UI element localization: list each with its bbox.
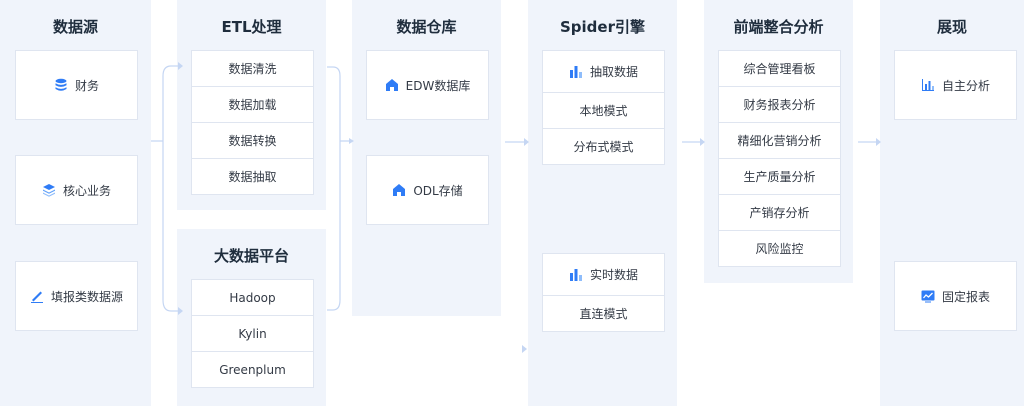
layers-icon bbox=[42, 183, 56, 197]
warehouse-item-label: EDW数据库 bbox=[405, 78, 471, 93]
column-datasource: 数据源 财务 核心业务 bbox=[0, 0, 151, 406]
column-etl: ETL处理 数据清洗 数据加载 数据转换 数据抽取 bbox=[177, 0, 326, 210]
etl-item: 数据清洗 bbox=[191, 50, 314, 87]
frontend-item: 风险监控 bbox=[718, 230, 841, 267]
frontend-item: 产销存分析 bbox=[718, 194, 841, 231]
bar-chart-icon bbox=[569, 268, 583, 282]
spider-group1-item: 本地模式 bbox=[542, 92, 665, 129]
warehouse-item-edw: EDW数据库 bbox=[366, 50, 489, 120]
datasource-item-label: 财务 bbox=[74, 78, 99, 93]
frontend-item: 生产质量分析 bbox=[718, 158, 841, 195]
column-bigdata: 大数据平台 Hadoop Kylin Greenplum bbox=[177, 229, 326, 406]
column-title-datasource: 数据源 bbox=[52, 18, 98, 36]
etl-item: 数据抽取 bbox=[191, 158, 314, 195]
bigdata-item: Hadoop bbox=[191, 279, 314, 316]
column-chart-icon bbox=[921, 78, 935, 92]
spider-group2-header-label: 实时数据 bbox=[589, 268, 638, 282]
home-icon bbox=[392, 183, 406, 197]
bigdata-item: Kylin bbox=[191, 315, 314, 352]
column-title-warehouse: 数据仓库 bbox=[396, 18, 457, 36]
connector-line bbox=[151, 65, 178, 312]
column-display: 展现 自主分析 固定报表 bbox=[880, 0, 1024, 406]
warehouse-item-odl: ODL存储 bbox=[366, 155, 489, 225]
column-warehouse: 数据仓库 EDW数据库 ODL存储 bbox=[352, 0, 501, 316]
etl-item: 数据转换 bbox=[191, 122, 314, 159]
spider-group1-header: 抽取数据 bbox=[542, 50, 665, 93]
column-title-etl: ETL处理 bbox=[221, 18, 282, 36]
column-title-bigdata: 大数据平台 bbox=[213, 247, 289, 265]
spider-group2-item: 直连模式 bbox=[542, 295, 665, 332]
connector-line bbox=[327, 66, 352, 311]
display-item-label: 固定报表 bbox=[941, 289, 990, 304]
column-title-spider: Spider引擎 bbox=[560, 18, 645, 36]
datasource-item-finance: 财务 bbox=[15, 50, 138, 120]
column-title-frontend: 前端整合分析 bbox=[733, 18, 824, 36]
line-chart-icon bbox=[921, 289, 935, 303]
datasource-item-label: 填报类数据源 bbox=[50, 289, 123, 304]
database-icon bbox=[54, 78, 68, 92]
pen-icon bbox=[30, 289, 44, 303]
spider-group1-header-label: 抽取数据 bbox=[589, 65, 638, 79]
frontend-item: 财务报表分析 bbox=[718, 86, 841, 123]
column-title-display: 展现 bbox=[936, 18, 967, 36]
bigdata-item: Greenplum bbox=[191, 351, 314, 388]
home-icon bbox=[385, 78, 399, 92]
datasource-item-fill-report: 填报类数据源 bbox=[15, 261, 138, 331]
display-item-label: 自主分析 bbox=[941, 78, 990, 93]
spider-group2-header: 实时数据 bbox=[542, 253, 665, 296]
column-frontend: 前端整合分析 综合管理看板 财务报表分析 精细化营销分析 生产质量分析 产销存分… bbox=[704, 0, 853, 283]
column-spider: Spider引擎 抽取数据 本地模式 分布式模式 实时数据 bbox=[528, 0, 677, 406]
warehouse-item-label: ODL存储 bbox=[413, 183, 463, 198]
frontend-item: 综合管理看板 bbox=[718, 50, 841, 87]
bar-chart-icon bbox=[569, 65, 583, 79]
frontend-item: 精细化营销分析 bbox=[718, 122, 841, 159]
display-item-fixed-report: 固定报表 bbox=[894, 261, 1017, 331]
etl-item: 数据加载 bbox=[191, 86, 314, 123]
spider-group1-item: 分布式模式 bbox=[542, 128, 665, 165]
display-item-self-analysis: 自主分析 bbox=[894, 50, 1017, 120]
arrowhead bbox=[522, 345, 527, 353]
datasource-item-core-business: 核心业务 bbox=[15, 155, 138, 225]
datasource-item-label: 核心业务 bbox=[62, 183, 111, 198]
